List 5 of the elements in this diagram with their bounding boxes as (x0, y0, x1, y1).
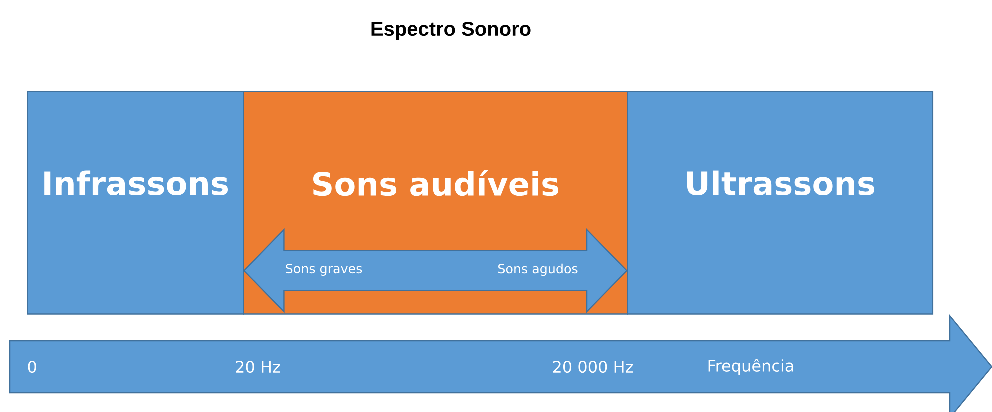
band-box: Ultrassons (627, 91, 934, 315)
arrow-label: Sons agudos (498, 264, 578, 276)
title: Espectro Sonoro (372, 22, 531, 40)
arrow-label: Sons graves (286, 264, 362, 276)
band-box: Infrassons (27, 91, 244, 315)
